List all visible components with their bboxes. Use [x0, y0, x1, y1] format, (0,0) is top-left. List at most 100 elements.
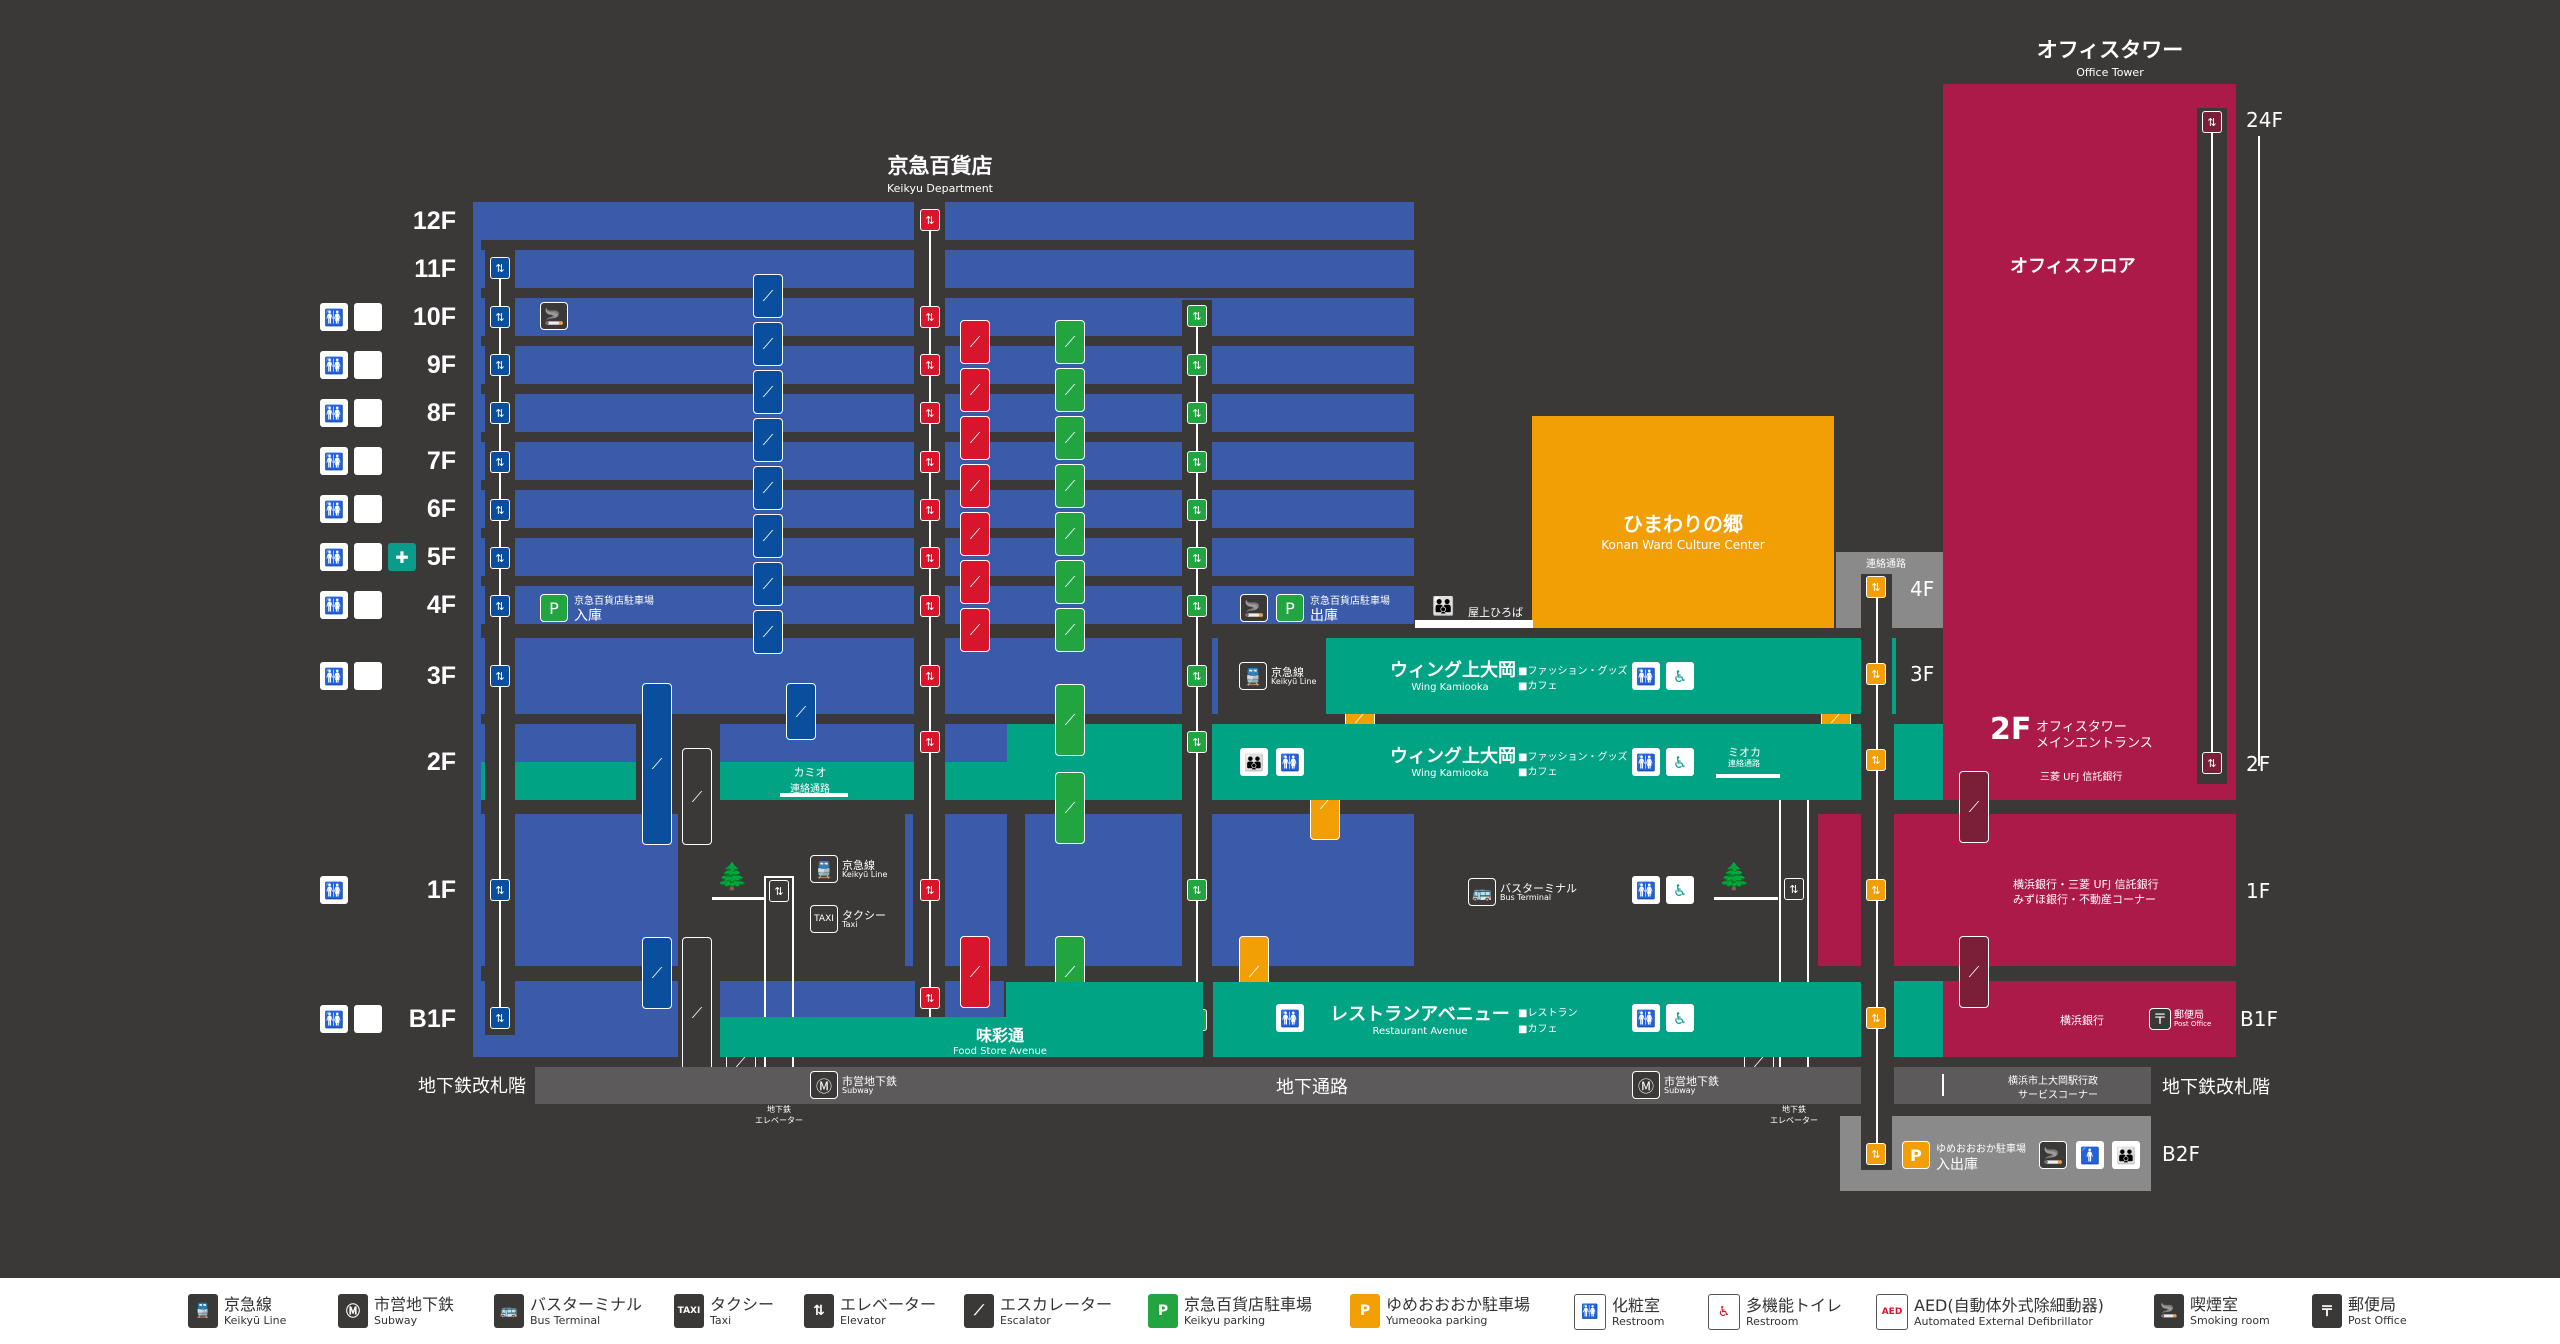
dept-floor-6f-right[interactable]	[945, 490, 1414, 528]
food-store-avenue-block[interactable]	[720, 1017, 1203, 1057]
yellow-elevator-stop[interactable]: ⇅	[1866, 879, 1886, 901]
yellow-elevator-stop[interactable]: ⇅	[1866, 749, 1886, 771]
escalator-blue[interactable]: ⟋	[753, 322, 783, 366]
subway-elevator-left-top[interactable]: ⇅	[769, 880, 789, 902]
dept-floor-7f-right[interactable]	[945, 442, 1414, 480]
dept-floor-5f-left[interactable]	[473, 538, 914, 576]
escalator-red[interactable]: ⟋	[960, 320, 990, 364]
elevator-red-stop[interactable]: ⇅	[920, 306, 940, 328]
wing-2f-block[interactable]	[1213, 724, 1861, 800]
escalator-red-1f-b1[interactable]: ⟋	[960, 936, 990, 1008]
escalator-dark-2f[interactable]: ⟋	[682, 748, 712, 845]
dept-floor-9f-left[interactable]	[473, 346, 914, 384]
elevator-blue-stop[interactable]: ⇅	[490, 879, 510, 901]
dept-floor-6f-left[interactable]	[473, 490, 914, 528]
escalator-red[interactable]: ⟋	[960, 416, 990, 460]
elevator-green-stop[interactable]: ⇅	[1187, 354, 1207, 376]
escalator-red[interactable]: ⟋	[960, 512, 990, 556]
escalator-blue-1f-b1[interactable]: ⟋	[642, 937, 672, 1009]
office-b1-block[interactable]	[1943, 981, 2236, 1057]
dept-floor-3f-left[interactable]	[473, 638, 914, 714]
dept-floor-2f-c[interactable]	[945, 724, 1007, 762]
elevator-green-stop[interactable]: ⇅	[1187, 402, 1207, 424]
restaurant-avenue-block[interactable]	[1213, 982, 1861, 1057]
elevator-green-stop[interactable]: ⇅	[1187, 665, 1207, 687]
office-elevator-2f[interactable]: ⇅	[2202, 752, 2222, 774]
elevator-blue-stop[interactable]: ⇅	[490, 402, 510, 424]
yellow-elevator-stop[interactable]: ⇅	[1866, 663, 1886, 685]
culture-center-block[interactable]: ひまわりの郷 Konan Ward Culture Center	[1532, 416, 1834, 628]
wing-3f-block[interactable]	[1326, 638, 1861, 714]
underground-passage[interactable]	[535, 1067, 1861, 1104]
elevator-red-stop[interactable]: ⇅	[920, 547, 940, 569]
elevator-red-stop[interactable]: ⇅	[920, 731, 940, 753]
escalator-green[interactable]: ⟋	[1055, 512, 1085, 556]
office-escalator-1f-b1[interactable]: ⟋	[1959, 936, 1989, 1008]
dept-floor-9f-right[interactable]	[945, 346, 1414, 384]
office-1f-block[interactable]	[1894, 814, 2236, 966]
office-escalator-2f-1f[interactable]: ⟋	[1959, 771, 1989, 843]
escalator-red[interactable]: ⟋	[960, 368, 990, 412]
escalator-blue-3f[interactable]: ⟋	[786, 683, 816, 740]
dept-floor-12f-right[interactable]	[945, 202, 1414, 240]
elevator-green-stop[interactable]: ⇅	[1187, 595, 1207, 617]
escalator-green[interactable]: ⟋	[1055, 560, 1085, 604]
escalator-green[interactable]: ⟋	[1055, 464, 1085, 508]
food-store-avenue-block-2[interactable]	[1006, 982, 1203, 1022]
dept-floor-8f-left[interactable]	[473, 394, 914, 432]
elevator-blue-stop[interactable]: ⇅	[490, 595, 510, 617]
yellow-elevator-stop[interactable]: ⇅	[1866, 1143, 1886, 1165]
elevator-blue-stop[interactable]: ⇅	[490, 547, 510, 569]
escalator-green[interactable]: ⟋	[1055, 320, 1085, 364]
yellow-elevator-stop[interactable]: ⇅	[1866, 1007, 1886, 1029]
elevator-green-stop[interactable]: ⇅	[1187, 451, 1207, 473]
dept-floor-7f-left[interactable]	[473, 442, 914, 480]
escalator-blue[interactable]: ⟋	[753, 562, 783, 606]
escalator-green-2f-1f[interactable]: ⟋	[1055, 772, 1085, 844]
escalator-green[interactable]: ⟋	[1055, 608, 1085, 652]
dept-floor-b1-b[interactable]	[720, 981, 1004, 1017]
dept-floor-12f-left[interactable]	[473, 202, 914, 240]
escalator-blue-2f-1f[interactable]: ⟋	[642, 683, 672, 845]
subway-elevator-right-mid[interactable]: ⇅	[1784, 878, 1804, 900]
elevator-blue-stop[interactable]: ⇅	[490, 306, 510, 328]
escalator-blue[interactable]: ⟋	[753, 514, 783, 558]
escalator-red[interactable]: ⟋	[960, 464, 990, 508]
elevator-blue-stop[interactable]: ⇅	[490, 354, 510, 376]
escalator-green[interactable]: ⟋	[1055, 368, 1085, 412]
elevator-blue-stop[interactable]: ⇅	[490, 665, 510, 687]
dept-floor-5f-right[interactable]	[945, 538, 1414, 576]
dept-floor-11f-left[interactable]	[473, 250, 914, 288]
escalator-green-3f-2f[interactable]: ⟋	[1055, 684, 1085, 756]
elevator-red-stop[interactable]: ⇅	[920, 209, 940, 231]
elevator-green-stop[interactable]: ⇅	[1187, 879, 1207, 901]
elevator-green-stop[interactable]: ⇅	[1187, 305, 1207, 327]
yellow-elevator-stop[interactable]: ⇅	[1866, 576, 1886, 598]
elevator-red-stop[interactable]: ⇅	[920, 665, 940, 687]
office-b1-teal[interactable]	[1894, 981, 1943, 1057]
escalator-red[interactable]: ⟋	[960, 608, 990, 652]
elevator-blue-stop[interactable]: ⇅	[490, 499, 510, 521]
elevator-red-stop[interactable]: ⇅	[920, 402, 940, 424]
dept-floor-2f-b[interactable]	[720, 724, 914, 762]
office-elevator-24f[interactable]: ⇅	[2202, 111, 2222, 133]
office-1f-left[interactable]	[1818, 814, 1861, 966]
escalator-blue[interactable]: ⟋	[753, 274, 783, 318]
escalator-blue[interactable]: ⟋	[753, 418, 783, 462]
elevator-blue-stop[interactable]: ⇅	[490, 451, 510, 473]
escalator-green[interactable]: ⟋	[1055, 416, 1085, 460]
elevator-red-stop[interactable]: ⇅	[920, 451, 940, 473]
office-2f-teal[interactable]	[1894, 724, 1943, 800]
office-tower-upper[interactable]	[1943, 84, 2236, 800]
elevator-red-stop[interactable]: ⇅	[920, 879, 940, 901]
escalator-blue[interactable]: ⟋	[753, 370, 783, 414]
escalator-blue[interactable]: ⟋	[753, 466, 783, 510]
escalator-dark-b1[interactable]: ⟋	[682, 937, 712, 1089]
dept-floor-4f-right[interactable]	[945, 586, 1414, 624]
escalator-blue[interactable]: ⟋	[753, 610, 783, 654]
elevator-green-stop[interactable]: ⇅	[1187, 547, 1207, 569]
elevator-red-stop[interactable]: ⇅	[920, 595, 940, 617]
elevator-red-stop[interactable]: ⇅	[920, 354, 940, 376]
elevator-blue-stop[interactable]: ⇅	[490, 257, 510, 279]
elevator-green-stop[interactable]: ⇅	[1187, 499, 1207, 521]
